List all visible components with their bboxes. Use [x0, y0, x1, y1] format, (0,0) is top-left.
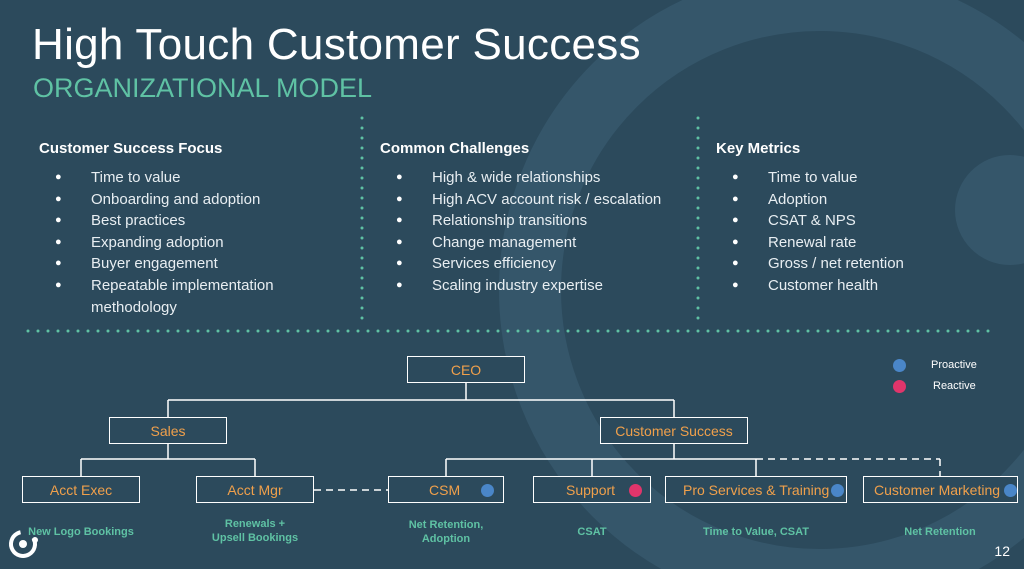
list-item: Time to value [39, 167, 349, 189]
list-item: Repeatable implementation methodology [39, 275, 291, 318]
list-item: Gross / net retention [716, 253, 1006, 275]
company-logo-icon [9, 530, 38, 558]
bullet-list: Time to value Adoption CSAT & NPS Renewa… [716, 167, 1006, 297]
list-item: Renewal rate [716, 232, 1006, 254]
list-item: Onboarding and adoption [39, 189, 349, 211]
proactive-dot [831, 484, 844, 497]
metric-label-customer-marketing: Net Retention [904, 526, 976, 538]
column-heading: Common Challenges [380, 140, 530, 157]
metric-label-acct-exec: New Logo Bookings [28, 526, 134, 538]
metric-label-support: CSAT [577, 526, 607, 538]
list-item: CSAT & NPS [716, 210, 1006, 232]
org-box-ceo: CEO [407, 356, 525, 383]
legend-reactive-label: Reactive [933, 380, 976, 392]
list-item: Best practices [39, 210, 349, 232]
page-number: 12 [994, 543, 1010, 559]
org-box-label: Customer Marketing [874, 481, 1001, 498]
proactive-dot [1004, 484, 1017, 497]
list-item: High & wide relationships [380, 167, 690, 189]
legend-proactive-dot [893, 359, 906, 372]
proactive-dot [481, 484, 494, 497]
list-item: Customer health [716, 275, 1006, 297]
bullet-list: High & wide relationships High ACV accou… [380, 167, 690, 297]
metric-label-acct-mgr: Renewals + Upsell Bookings [211, 518, 299, 544]
metric-label-pro-services: Time to Value, CSAT [703, 526, 809, 538]
bullet-list: Time to value Onboarding and adoption Be… [39, 167, 349, 318]
slide-title: High Touch Customer Success [32, 20, 641, 69]
column-heading: Customer Success Focus [39, 140, 223, 157]
reactive-dot [629, 484, 642, 497]
list-item: Relationship transitions [380, 210, 690, 232]
column-common-challenges: Common Challenges High & wide relationsh… [380, 140, 690, 297]
legend-proactive-label: Proactive [931, 359, 977, 371]
list-item: Change management [380, 232, 690, 254]
column-customer-success-focus: Customer Success Focus Time to value Onb… [39, 140, 349, 318]
column-key-metrics: Key Metrics Time to value Adoption CSAT … [716, 140, 1006, 297]
org-box-label: Pro Services & Training [683, 481, 830, 498]
list-item: Time to value [716, 167, 1006, 189]
list-item: Adoption [716, 189, 1006, 211]
list-item: Scaling industry expertise [380, 275, 690, 297]
list-item: Services efficiency [380, 253, 690, 275]
org-box-customer-success: Customer Success [600, 417, 748, 444]
column-heading: Key Metrics [716, 140, 801, 157]
org-box-label: Support [566, 481, 616, 498]
org-box-sales: Sales [109, 417, 227, 444]
metric-label-csm: Net Retention, Adoption [408, 519, 484, 545]
org-box-label: CSM [429, 481, 461, 498]
list-item: Buyer engagement [39, 253, 349, 275]
list-item: High ACV account risk / escalation [380, 189, 690, 211]
list-item: Expanding adoption [39, 232, 349, 254]
org-box-acct-mgr: Acct Mgr [196, 476, 314, 503]
legend-reactive-dot [893, 380, 906, 393]
org-box-acct-exec: Acct Exec [22, 476, 140, 503]
slide-subtitle: ORGANIZATIONAL MODEL [33, 73, 373, 103]
org-box-customer-marketing: Customer Marketing [863, 476, 1018, 503]
org-box-pro-services-training: Pro Services & Training [665, 476, 847, 503]
